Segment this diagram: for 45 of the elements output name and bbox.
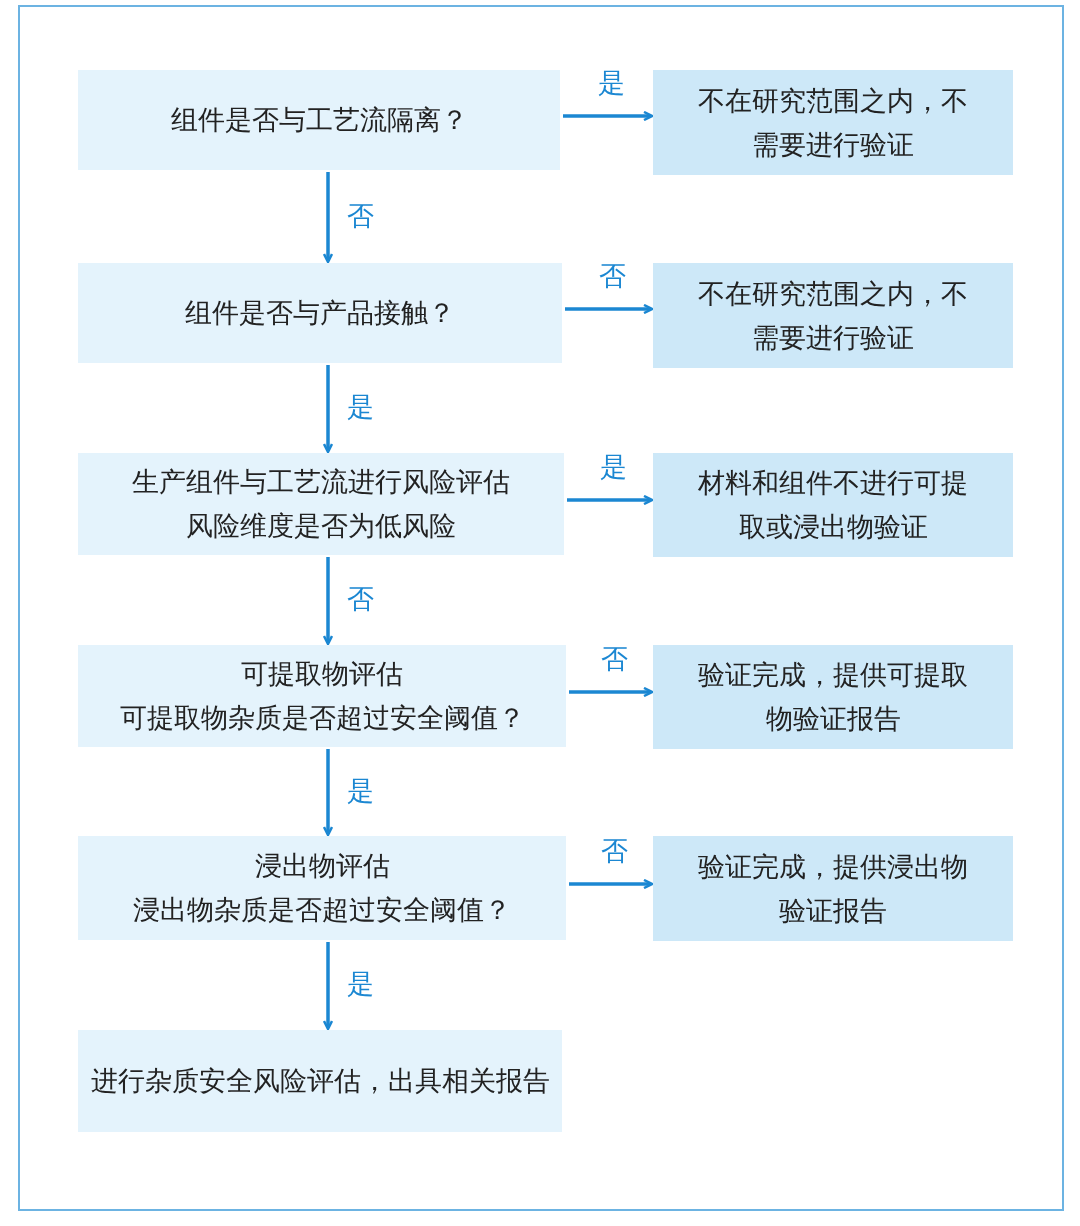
box-text: 进行杂质安全风险评估，出具相关报告 <box>90 1064 550 1098</box>
edge-label: 否 <box>598 261 626 289</box>
edge-label: 否 <box>346 201 374 228</box>
decision-box <box>78 836 566 940</box>
box-text: 生产组件与工艺流进行风险评估 <box>132 465 510 499</box>
arrow <box>567 494 654 506</box>
decision-box <box>78 453 564 555</box>
edge-label: 是 <box>346 969 374 997</box>
arrow <box>322 172 334 264</box>
box-text: 可提取物杂质是否超过安全阈值？ <box>119 701 525 735</box>
decision-box <box>78 70 560 170</box>
edge-label: 否 <box>600 836 628 864</box>
outcome-box <box>653 645 1013 749</box>
outcome-box <box>653 453 1013 557</box>
arrow <box>322 749 334 837</box>
arrow <box>322 557 334 646</box>
box-text: 不在研究范围之内，不需要进行验证 <box>697 83 969 162</box>
decision-box <box>78 1030 562 1132</box>
box-text: 验证完成，提供可提取物验证报告 <box>697 658 969 736</box>
box-text: 验证完成，提供浸出物验证报告 <box>697 849 969 928</box>
edge-label: 是 <box>346 392 374 420</box>
edge-label: 是 <box>599 452 627 480</box>
box-text: 浸出物杂质是否超过安全阈值？ <box>133 893 511 927</box>
box-text: 组件是否与产品接触？ <box>185 296 455 330</box>
arrow <box>322 942 334 1031</box>
outcome-box <box>653 836 1013 941</box>
box-text: 可提取物评估 <box>241 657 403 691</box>
arrow <box>563 110 654 122</box>
outcome-box <box>653 70 1013 175</box>
edge-label: 是 <box>597 68 625 96</box>
box-text: 材料和组件不进行可提取或浸出物验证 <box>697 466 969 544</box>
edge-label: 是 <box>346 776 374 803</box>
arrow <box>565 303 654 315</box>
edge-label: 否 <box>346 584 374 612</box>
arrow <box>569 686 654 698</box>
arrow <box>322 365 334 454</box>
decision-box <box>78 645 566 747</box>
arrow <box>569 878 654 890</box>
box-text: 组件是否与工艺流隔离？ <box>170 103 468 137</box>
box-text: 风险维度是否为低风险 <box>186 509 456 543</box>
outcome-box <box>653 263 1013 368</box>
edge-label: 否 <box>600 644 628 672</box>
box-text: 浸出物评估 <box>254 849 390 883</box>
decision-box <box>78 263 562 363</box>
box-text: 不在研究范围之内，不需要进行验证 <box>697 276 969 355</box>
